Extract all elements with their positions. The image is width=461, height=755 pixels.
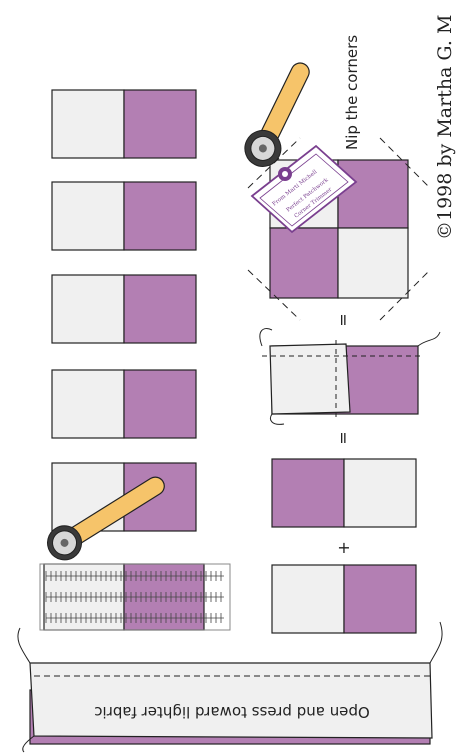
nip-corners-label: Nip the corners xyxy=(343,35,361,150)
two-patch-unit-1 xyxy=(52,90,196,158)
pair-unit-start xyxy=(272,565,416,633)
plus-sign: + xyxy=(337,538,350,557)
copyright-text: ©1998 by Martha G. M xyxy=(434,15,456,240)
pair-unit-flipped xyxy=(272,459,416,527)
open-press-label: Open and press toward lighter fabric xyxy=(94,703,370,721)
two-patch-unit-2 xyxy=(52,182,196,250)
sewn-four-patch xyxy=(260,329,440,425)
equals-sign-1: = xyxy=(334,431,353,444)
equals-sign-2: = xyxy=(334,313,353,326)
two-patch-unit-4 xyxy=(52,370,196,438)
pressed-strip: Open and press toward lighter fabric xyxy=(18,622,442,752)
two-patch-unit-3 xyxy=(52,275,196,343)
